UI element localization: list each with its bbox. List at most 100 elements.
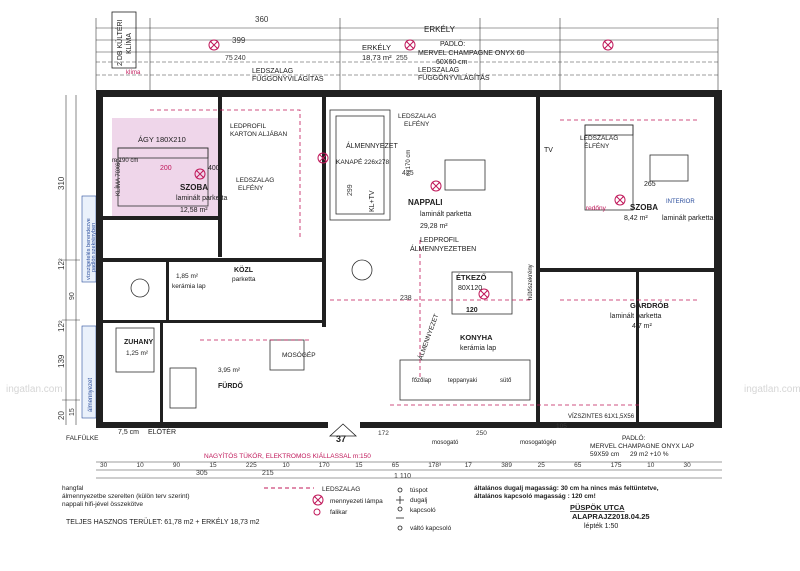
dim-kitchen-299: 299 — [347, 184, 354, 196]
hall-floor: parketta — [232, 276, 256, 283]
exterior-walls — [96, 90, 722, 428]
door-number-marker — [328, 423, 358, 437]
bath-note: álmennyezet — [88, 378, 94, 412]
dim-kitchen-105: 105 — [556, 423, 567, 430]
balcony-label-top: ERKÉLY — [424, 25, 456, 34]
ceiling-lamp-icon-cross — [209, 40, 219, 50]
toilet-bowl — [130, 278, 150, 298]
legend-socket: dugalj — [410, 497, 427, 504]
kltv-label: KL+TV — [369, 190, 376, 212]
living-profile: LEDPROFIL — [420, 237, 459, 244]
interior-label: INTERIOR — [666, 199, 695, 205]
living-floor: laminált parketta — [420, 211, 471, 218]
speaker-note-3: nappali hifi-jével összekötve — [62, 501, 143, 508]
bedroom2-floor: laminált parketta — [662, 215, 713, 222]
wall-niche-label: FALFÜLKE — [66, 434, 99, 442]
bedroom1-floor: laminált parketta — [176, 195, 227, 202]
dim-top-255: 255 — [396, 55, 408, 62]
shower-name: ZUHANY — [124, 339, 153, 346]
bedroom1-profile: LEDPROFIL — [230, 123, 267, 130]
bottom-dim-label: 90 — [173, 462, 181, 469]
legend-toggle: váltó kapcsoló — [410, 525, 452, 532]
bedroom2-tv: TV — [544, 147, 553, 154]
dim-bed-400: 400 — [208, 165, 220, 172]
ceiling-lamp-icon — [312, 494, 324, 506]
bottom-dim-label: 65 — [392, 462, 400, 469]
balcony-lamp-symbols — [208, 39, 614, 51]
bath-tub — [169, 367, 197, 409]
balcony-floor-material: MERVEL CHAMPAGNE ONYX 60 — [418, 50, 525, 57]
bottom-dim-label: 10 — [647, 462, 655, 469]
bottom-dim-label: 30 — [684, 462, 692, 469]
dim-left-139: 139 — [57, 354, 66, 368]
dining-table — [451, 271, 513, 315]
living-area: 29,28 m² — [420, 223, 448, 230]
balcony-label: ERKÉLY — [362, 43, 391, 52]
legend-symbols-right — [396, 487, 404, 531]
total-area: TELJES HASZNOS TERÜLET: 61,78 m2 + ERKÉL… — [66, 517, 260, 526]
living-led: LEDSZALAG — [398, 113, 436, 120]
hall-floor-ceramic: kerámia lap — [172, 283, 206, 290]
bedroom1-profile-2: KARTON ALJÁBAN — [230, 129, 288, 138]
kitchen-floor: kerámia lap — [460, 345, 496, 352]
balcony-floor-label: PADLÓ: — [440, 39, 465, 48]
legend-switch: kapcsoló — [410, 507, 436, 514]
left-dimension-lines — [62, 95, 80, 425]
bedroom2-name: SZOBA — [630, 203, 658, 212]
dim-left-12b: 12² — [57, 320, 66, 332]
bottom-dim-label: 225 — [246, 462, 257, 469]
ceiling-lamp-icon-cross — [431, 181, 441, 191]
toggle-switch-icon — [397, 525, 403, 531]
interior-walls — [103, 97, 714, 422]
dim-left-310: 310 — [57, 176, 66, 190]
balcony-led-left: LEDSZALAG — [252, 68, 293, 75]
title-street: PÜSPÖK UTCA — [570, 503, 625, 512]
bedroom2-redony: redőny — [586, 205, 607, 212]
living-led-2: ELFÉNY — [404, 119, 430, 128]
entry-name: ELŐTÉR — [148, 427, 176, 436]
ceiling-lamp-icon — [194, 168, 206, 180]
fridge-label: hűtőszekrény — [528, 264, 534, 300]
dishwasher-label: mosogatógép — [520, 440, 557, 446]
title-date: 2018.04.25 — [612, 512, 650, 521]
room-lamp-symbols — [194, 152, 626, 300]
hall-name: KÖZL — [234, 265, 254, 274]
balcony-led-label: LEDSZALAG — [418, 67, 459, 74]
legend-wall-lamp: falikar — [330, 509, 348, 516]
dim-left-15: 15 — [69, 408, 76, 416]
living-column — [351, 259, 373, 281]
right-floor-qty: 29 m2 +10 % — [630, 451, 669, 458]
ceiling-lamp-icon-cross — [479, 289, 489, 299]
dim-room-265: 265 — [644, 181, 656, 188]
socket-height-note: általános dugalj magasság: 30 cm ha ninc… — [474, 485, 659, 492]
bottom-dim-label: 10 — [282, 462, 290, 469]
living-sofa-inner — [335, 115, 385, 215]
bedroom1-name: SZOBA — [180, 183, 208, 192]
dim-kitchen-238: 238 — [400, 295, 412, 302]
ceiling-lamp-icon-cross — [603, 40, 613, 50]
sink-label: mosogató — [432, 440, 459, 446]
shower-tray — [115, 327, 155, 373]
bottom-dim-label: 170 — [319, 462, 330, 469]
title-plan: ALAPRAJZ — [572, 512, 612, 521]
entry-area: 7,5 cm — [118, 429, 139, 436]
bath-name: FÜRDŐ — [218, 381, 243, 390]
bottom-dim-label: 389 — [501, 462, 512, 469]
dim-bottom-215: 215 — [262, 470, 274, 477]
title-scale: lépték 1:50 — [584, 523, 618, 530]
switch-height-note: általános kapcsoló magasság : 120 cm! — [474, 493, 596, 500]
living-ceiling: ÁLMENNYEZET — [346, 141, 398, 150]
bottom-dim-label: 175 — [611, 462, 622, 469]
dim-kitchen-425: 425 — [402, 170, 414, 177]
bottom-dim-label: 65 — [574, 462, 582, 469]
ceiling-lamp-icon-cross — [405, 40, 415, 50]
washing-machine-label: MOSÓGÉP — [282, 350, 316, 359]
bottom-dim-label: 17 — [465, 462, 473, 469]
bedroom2-area: 8,42 m² — [624, 215, 648, 222]
legend-spot: túspot — [410, 487, 428, 494]
balcony-floor-size: 60X60 cm — [436, 59, 468, 66]
bottom-dim-label: 15 — [209, 462, 217, 469]
dim-left-90: 90 — [69, 292, 76, 300]
bottom-dim-label: 178³ — [428, 462, 442, 469]
